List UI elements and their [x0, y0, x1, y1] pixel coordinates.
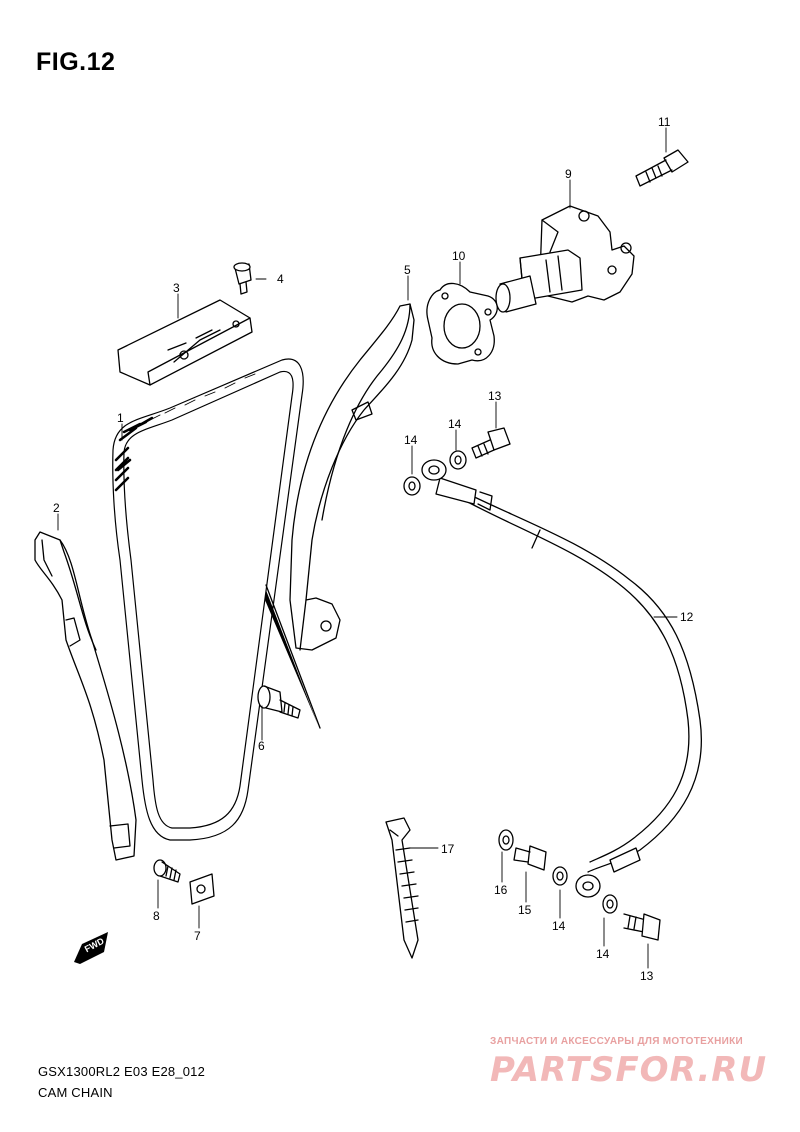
pivot-bolt: [257, 685, 301, 719]
hose-clamp-tie: [385, 817, 419, 959]
callout-8: 8: [153, 909, 160, 923]
oil-hose: [435, 477, 702, 873]
footer-diagram-name: CAM CHAIN: [38, 1085, 113, 1100]
reference-wedge: [265, 584, 321, 729]
callout-13-lower: 13: [640, 969, 654, 983]
banjo-fitting-lower: [575, 874, 601, 898]
gasket: [426, 282, 498, 365]
union-screw: [513, 845, 547, 871]
union-bolt-upper: [471, 427, 511, 459]
callout-14-lower-right: 14: [596, 947, 610, 961]
callout-5: 5: [404, 263, 411, 277]
cam-chain: [112, 358, 304, 841]
tensioner-guide: [289, 303, 415, 651]
callout-12: 12: [680, 610, 694, 624]
chain-tensioner-adjuster: [495, 205, 635, 313]
tensioner-bolt: [635, 149, 689, 187]
washer: [498, 829, 514, 851]
sealing-washer-upper-right: [449, 450, 467, 470]
watermark-logo: PARTSFOR.RU: [490, 1050, 768, 1090]
callout-11: 11: [658, 115, 671, 129]
chain-guide-plate: [117, 299, 253, 386]
callout-1: 1: [117, 411, 124, 425]
callout-6: 6: [258, 739, 265, 753]
sealing-washer-upper-left: [403, 476, 421, 496]
banjo-fitting-upper: [421, 459, 447, 481]
callout-leaders: [57, 127, 678, 969]
callout-14-lower-left: 14: [552, 919, 566, 933]
rear-chain-guide: [34, 531, 137, 861]
callout-13-upper: 13: [488, 389, 502, 403]
callout-9: 9: [565, 167, 572, 181]
union-bolt-lower: [623, 913, 661, 941]
callout-14-upper-right: 14: [448, 417, 462, 431]
callout-10: 10: [452, 249, 466, 263]
callout-3: 3: [173, 281, 180, 295]
callout-labels: 1 2 3 4 5 6 7 8 9 10 11 12 13 14 14 14 1…: [53, 115, 694, 983]
callout-7: 7: [194, 929, 201, 943]
washer-plate: [189, 873, 215, 905]
callout-4: 4: [277, 272, 284, 286]
callout-2: 2: [53, 501, 60, 515]
guide-bolt: [233, 262, 252, 295]
forward-arrow-icon: [74, 932, 108, 964]
figure-title: FIG.12: [36, 48, 116, 76]
callout-17: 17: [441, 842, 455, 856]
callout-15: 15: [518, 903, 532, 917]
sealing-washer-lower-right: [602, 894, 618, 914]
footer-model-code: GSX1300RL2 E03 E28_012: [38, 1064, 206, 1079]
screw: [153, 859, 181, 883]
callout-16: 16: [494, 883, 508, 897]
callout-14-upper-left: 14: [404, 433, 418, 447]
watermark-tagline: ЗАПЧАСТИ И АКСЕССУАРЫ ДЛЯ МОТОТЕХНИКИ: [490, 1036, 743, 1047]
sealing-washer-lower-left: [552, 866, 568, 886]
